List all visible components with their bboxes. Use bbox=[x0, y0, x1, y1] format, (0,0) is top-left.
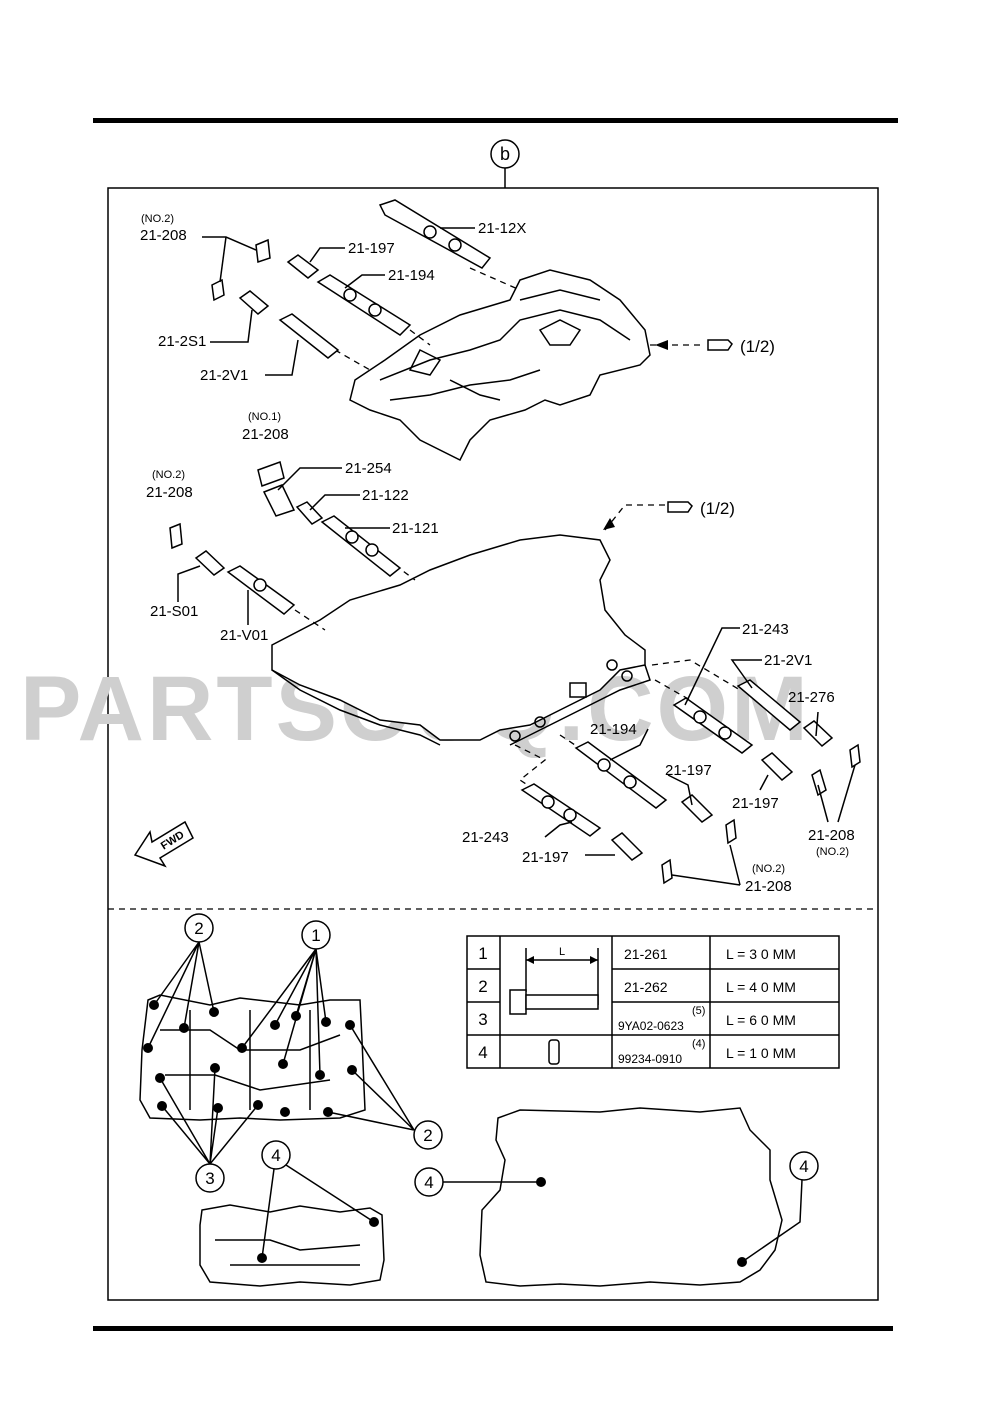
label-21-s01: 21-S01 bbox=[150, 603, 198, 620]
label-21-121: 21-121 bbox=[392, 520, 439, 537]
lower-body-dowels bbox=[199, 1204, 385, 1287]
section-marker: b bbox=[490, 139, 520, 188]
svg-text:4: 4 bbox=[424, 1173, 433, 1192]
label-21-197: 21-197 bbox=[665, 762, 712, 779]
label-21-208: 21-208 bbox=[745, 878, 792, 895]
label-21-254: 21-254 bbox=[345, 460, 392, 477]
table-row-1-length: L = 3 0 MM bbox=[726, 946, 796, 962]
parts-21-s01-v01 bbox=[194, 550, 296, 615]
table-row-1-num: 1 bbox=[478, 944, 487, 963]
label-21-2v1: 21-2V1 bbox=[764, 652, 812, 669]
ref-label-main: (1/2) bbox=[700, 499, 735, 518]
table-row-1-part: 21-261 bbox=[624, 946, 668, 962]
table-row-4-part: 99234-0910 bbox=[618, 1052, 682, 1066]
dowel-illustration bbox=[548, 1039, 560, 1065]
gasket-outline bbox=[479, 1107, 783, 1287]
callout-4-left: 4 bbox=[261, 1140, 375, 1259]
table-row-4-length: L = 1 0 MM bbox=[726, 1045, 796, 1061]
table-row-4-qty: (4) bbox=[692, 1038, 705, 1050]
svg-text:3: 3 bbox=[205, 1169, 214, 1188]
label-21-197: 21-197 bbox=[348, 240, 395, 257]
label-21-243: 21-243 bbox=[462, 829, 509, 846]
svg-text:2: 2 bbox=[423, 1126, 432, 1145]
callout-4-gasket-right: 4 bbox=[741, 1151, 819, 1263]
spring-21-197-a bbox=[286, 254, 320, 279]
label-21-276: 21-276 bbox=[788, 689, 835, 706]
label-21-197: 21-197 bbox=[522, 849, 569, 866]
table-row-3-part: 9YA02-0623 bbox=[618, 1019, 684, 1033]
upper-valve-body bbox=[349, 269, 651, 462]
table-row-3-length: L = 6 0 MM bbox=[726, 1012, 796, 1028]
table-row-2-part: 21-262 bbox=[624, 979, 668, 995]
table-row-3-num: 3 bbox=[478, 1010, 487, 1029]
ref-label-upper: (1/2) bbox=[740, 337, 775, 356]
dimension-l-label: L bbox=[559, 946, 565, 958]
label-21-2v1: 21-2V1 bbox=[200, 367, 248, 384]
label-21-v01: 21-V01 bbox=[220, 627, 268, 644]
callout-1-top: 1 bbox=[241, 920, 331, 1076]
valve-21-2v1-a bbox=[278, 313, 340, 359]
svg-text:2: 2 bbox=[194, 919, 203, 938]
main-valve-body bbox=[271, 534, 651, 746]
label-21-208: 21-208 bbox=[140, 227, 187, 244]
bottom-rule bbox=[93, 1326, 893, 1331]
table-row-4-num: 4 bbox=[478, 1043, 487, 1062]
label-21-243: 21-243 bbox=[742, 621, 789, 638]
clip-21-208-c bbox=[169, 522, 183, 550]
table-row-2-num: 2 bbox=[478, 977, 487, 996]
callout-2-top: 2 bbox=[147, 913, 215, 1049]
spring-21-2s1 bbox=[238, 290, 270, 315]
parts-21-254-122-121 bbox=[262, 484, 402, 577]
section-marker-label: b bbox=[500, 144, 510, 164]
callout-4-gasket-left: 4 bbox=[414, 1167, 541, 1197]
valve-21-12x bbox=[378, 199, 492, 269]
label-no1: (NO.1) bbox=[248, 411, 281, 423]
label-21-208: 21-208 bbox=[808, 827, 855, 844]
svg-text:4: 4 bbox=[799, 1157, 808, 1176]
bolt-table: 1 2 3 4 21-261 21-262 (5) 9YA02-0623 (4)… bbox=[466, 935, 840, 1069]
label-21-208: 21-208 bbox=[242, 426, 289, 443]
callout-3: 3 bbox=[159, 1067, 259, 1193]
parts-lower-right bbox=[520, 679, 861, 885]
label-21-197: 21-197 bbox=[732, 795, 779, 812]
fwd-label: FWD bbox=[159, 829, 187, 852]
table-row-3-qty: (5) bbox=[692, 1005, 705, 1017]
clip-21-208-a bbox=[211, 238, 271, 302]
plug-21-208-no1 bbox=[257, 461, 285, 487]
label-21-194: 21-194 bbox=[388, 267, 435, 284]
valve-21-194-a bbox=[316, 274, 412, 336]
label-no2: (NO.2) bbox=[752, 863, 785, 875]
label-21-12x: 21-12X bbox=[478, 220, 526, 237]
ref-arrow-upper: (1/2) bbox=[655, 337, 775, 356]
ref-arrow-main: (1/2) bbox=[603, 499, 735, 530]
label-21-208: 21-208 bbox=[146, 484, 193, 501]
frame-box bbox=[107, 187, 879, 1301]
label-no2: (NO.2) bbox=[152, 469, 185, 481]
label-no2: (NO.2) bbox=[141, 213, 174, 225]
label-no2: (NO.2) bbox=[816, 846, 849, 858]
valve-body-bolt-map bbox=[139, 994, 366, 1121]
table-row-2-length: L = 4 0 MM bbox=[726, 979, 796, 995]
fwd-arrow: FWD bbox=[133, 820, 194, 868]
svg-text:1: 1 bbox=[311, 926, 320, 945]
bolt-illustration: L bbox=[509, 946, 599, 1015]
label-21-122: 21-122 bbox=[362, 487, 409, 504]
top-rule bbox=[93, 118, 898, 123]
svg-text:4: 4 bbox=[271, 1146, 280, 1165]
label-21-2s1: 21-2S1 bbox=[158, 333, 206, 350]
label-21-194: 21-194 bbox=[590, 721, 637, 738]
callout-2-right: 2 bbox=[327, 1024, 443, 1150]
